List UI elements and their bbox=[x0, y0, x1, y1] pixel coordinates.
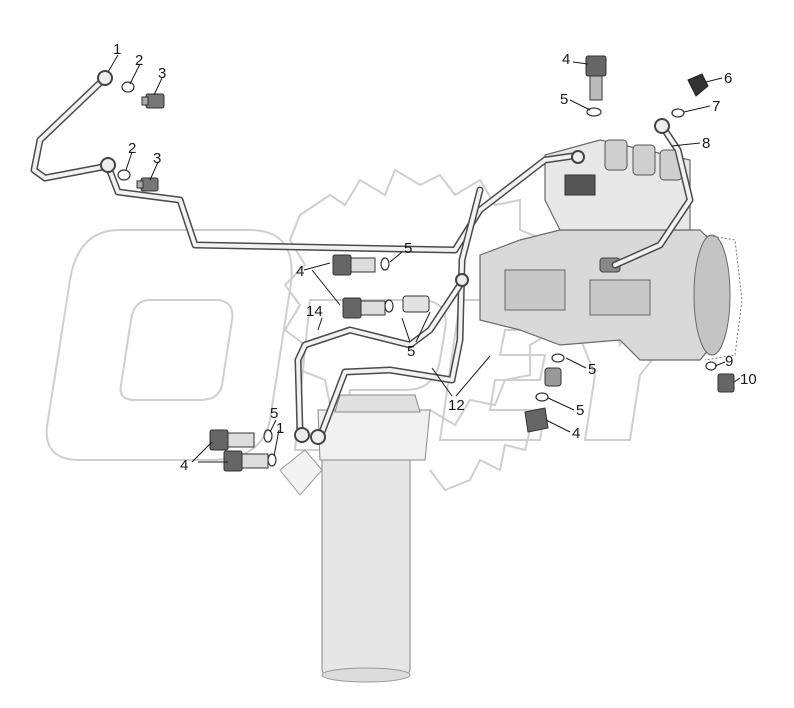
callout-4: 4 bbox=[562, 51, 570, 68]
injection-pump bbox=[479, 139, 743, 361]
callout-7: 7 bbox=[712, 98, 720, 115]
callout-1: 1 bbox=[113, 41, 121, 58]
fuel-line-12 bbox=[318, 186, 484, 436]
callout-3: 3 bbox=[158, 65, 166, 82]
callout-5: 5 bbox=[588, 361, 596, 378]
fuel-line-14 bbox=[294, 281, 464, 436]
fuel-line-upper-1 bbox=[30, 76, 112, 182]
callout-3: 3 bbox=[153, 150, 161, 167]
callout-2: 2 bbox=[135, 52, 143, 69]
fuel-line-8 bbox=[611, 122, 694, 269]
callout-6: 6 bbox=[724, 70, 732, 87]
callout-5: 5 bbox=[560, 91, 568, 108]
washers bbox=[117, 81, 717, 467]
fuel-filter bbox=[279, 394, 431, 683]
callout-10: 10 bbox=[740, 371, 757, 388]
callout-1: 1 bbox=[276, 420, 284, 437]
callout-5: 5 bbox=[404, 240, 412, 257]
bolts bbox=[136, 55, 735, 472]
callout-4: 4 bbox=[296, 263, 304, 280]
callout-4: 4 bbox=[180, 457, 188, 474]
callout-2: 2 bbox=[128, 140, 136, 157]
callout-14: 14 bbox=[306, 303, 323, 320]
callout-5: 5 bbox=[407, 343, 415, 360]
callout-5: 5 bbox=[270, 405, 278, 422]
callout-4: 4 bbox=[572, 425, 580, 442]
fuel-line-upper-2 bbox=[104, 151, 584, 254]
callout-labels: 1 2 3 2 3 4 5 6 7 8 5 4 14 5 12 5 5 4 9 … bbox=[113, 41, 757, 474]
banjo-fittings bbox=[97, 70, 670, 445]
callout-9: 9 bbox=[725, 353, 733, 370]
leader-lines bbox=[107, 54, 741, 463]
callout-5: 5 bbox=[576, 402, 584, 419]
callout-12: 12 bbox=[448, 397, 465, 414]
callout-8: 8 bbox=[702, 135, 710, 152]
